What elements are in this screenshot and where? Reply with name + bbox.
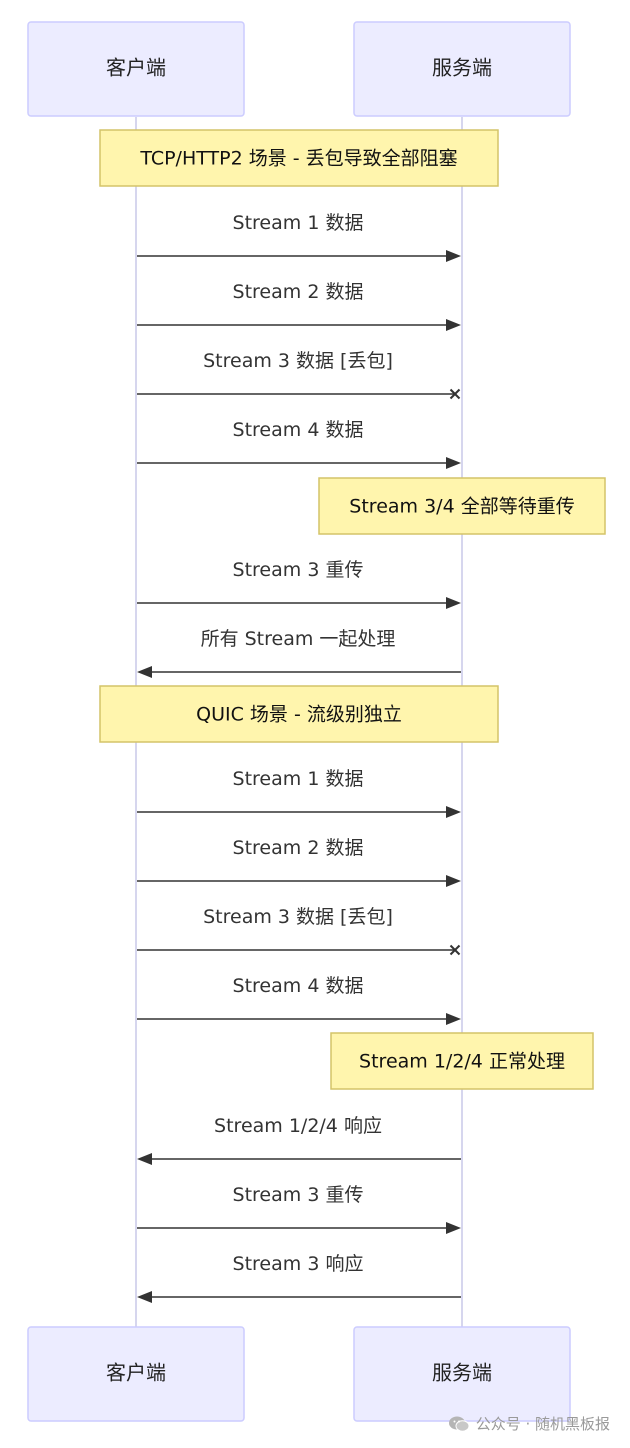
actor-client-bottom: 客户端 [27,1326,245,1422]
message: 所有 Stream 一起处理 [137,628,461,678]
message-label: Stream 1/2/4 响应 [214,1115,382,1137]
message: Stream 2 数据 [137,281,461,331]
watermark: 公众号 · 随机黑板报 [448,1413,610,1434]
note-text: QUIC 场景 - 流级别独立 [196,704,402,726]
note-box [99,129,499,187]
message-label: Stream 2 数据 [233,837,364,859]
message: Stream 2 数据 [137,837,461,887]
note-box [330,1032,594,1090]
actor-server-top: 服务端 [353,21,571,117]
actor-client-top-label: 客户端 [106,56,166,80]
arrow-head-icon [446,457,461,469]
wechat-icon [448,1416,470,1432]
arrow-head-icon [446,875,461,887]
actor-client-bottom-label: 客户端 [106,1361,166,1385]
arrow-head-icon [137,1153,152,1165]
message-label: Stream 2 数据 [233,281,364,303]
note-text: Stream 3/4 全部等待重传 [349,496,574,518]
arrow-head-icon [446,319,461,331]
note: TCP/HTTP2 场景 - 丢包导致全部阻塞 [99,129,499,187]
message: Stream 1 数据 [137,212,461,262]
message-label: Stream 3 重传 [233,1184,364,1206]
message: Stream 4 数据 [137,975,461,1025]
arrow-head-icon [446,1013,461,1025]
message: Stream 4 数据 [137,419,461,469]
message-label: Stream 1 数据 [233,768,364,790]
actor-server-bottom: 服务端 [353,1326,571,1422]
message-label: Stream 3 重传 [233,559,364,581]
message: Stream 3 数据 [丢包] [137,906,461,956]
lost-cross-icon [449,388,461,400]
actor-server-bottom-label: 服务端 [432,1361,492,1385]
arrow-head-icon [137,666,152,678]
note-box [99,685,499,743]
arrow-head-icon [446,1222,461,1234]
note: Stream 3/4 全部等待重传 [318,477,606,535]
message-label: Stream 3 响应 [233,1253,364,1275]
note-text: TCP/HTTP2 场景 - 丢包导致全部阻塞 [139,148,457,170]
message-label: Stream 3 数据 [丢包] [203,350,393,372]
message: Stream 1 数据 [137,768,461,818]
watermark-text: 公众号 · 随机黑板报 [475,1415,610,1433]
arrow-head-icon [137,1291,152,1303]
message-label: Stream 3 数据 [丢包] [203,906,393,928]
note-box [318,477,606,535]
lost-cross-icon [449,944,461,956]
arrow-head-icon [446,806,461,818]
actor-client-top: 客户端 [27,21,245,117]
message-label: Stream 4 数据 [233,975,364,997]
note: QUIC 场景 - 流级别独立 [99,685,499,743]
sequence-items: TCP/HTTP2 场景 - 丢包导致全部阻塞 Stream 1 数据 Stream… [99,129,606,1303]
message: Stream 1/2/4 响应 [137,1115,461,1165]
arrow-head-icon [446,597,461,609]
arrow-head-icon [446,250,461,262]
message: Stream 3 响应 [137,1253,461,1303]
message-label: 所有 Stream 一起处理 [201,628,396,650]
note: Stream 1/2/4 正常处理 [330,1032,594,1090]
message: Stream 3 数据 [丢包] [137,350,461,400]
note-text: Stream 1/2/4 正常处理 [359,1051,565,1073]
message-label: Stream 4 数据 [233,419,364,441]
message: Stream 3 重传 [137,559,461,609]
actor-server-top-label: 服务端 [432,56,492,80]
message: Stream 3 重传 [137,1184,461,1234]
message-label: Stream 1 数据 [233,212,364,234]
